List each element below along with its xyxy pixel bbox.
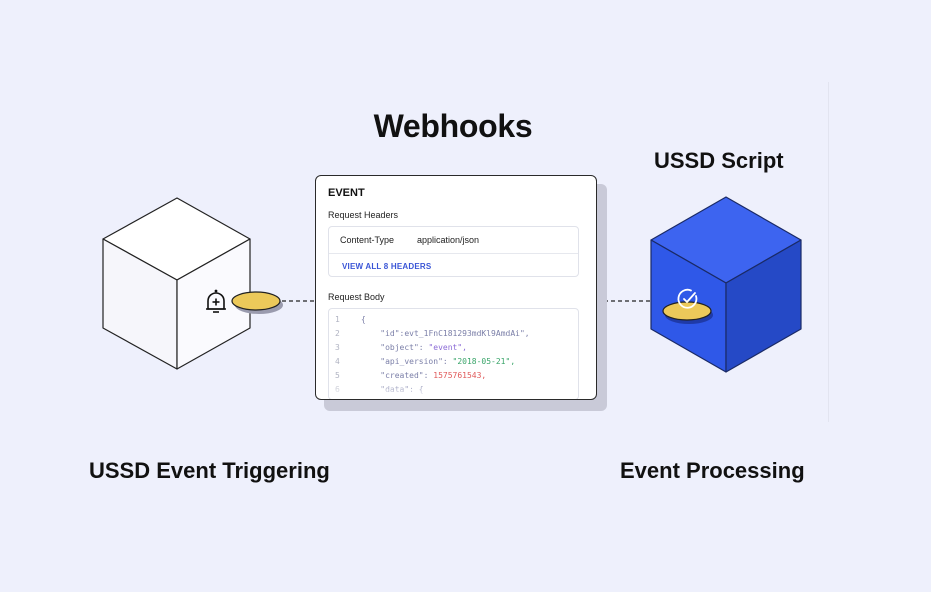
event-card-title: EVENT [328, 187, 365, 199]
bell-plus-icon [206, 289, 226, 313]
left-coin [231, 291, 283, 314]
code-text: "created": 1575761543, [361, 371, 487, 380]
ussd-script-cube [650, 196, 802, 373]
divider-line [828, 82, 829, 422]
trigger-cube [102, 197, 251, 370]
header-row: Content-Type application/json [329, 227, 578, 254]
line-number: 3 [335, 343, 340, 352]
diagram-title: Webhooks [373, 108, 533, 144]
check-circle-icon [677, 288, 698, 309]
header-value: application/json [417, 235, 480, 245]
view-all-headers-link[interactable]: VIEW ALL 8 HEADERS [342, 262, 432, 271]
headers-box: Content-Type application/json VIEW ALL 8… [328, 226, 579, 277]
request-body-label: Request Body [328, 292, 385, 302]
code-text: "object": "event", [361, 343, 467, 352]
code-fade [329, 381, 578, 399]
ussd-script-label: USSD Script [654, 148, 784, 173]
request-headers-label: Request Headers [328, 210, 399, 220]
event-card: EVENT Request Headers Content-Type appli… [315, 175, 597, 400]
event-processing-label: Event Processing [620, 458, 805, 483]
code-text: { [361, 315, 366, 324]
request-body-code: 1 {2 "id":evt_1FnC181293mdKl9AmdAi", 3 "ob… [328, 308, 579, 399]
line-number: 5 [335, 371, 340, 380]
code-text: "api_version": "2018-05-21", [361, 357, 516, 366]
event-triggering-label: USSD Event Triggering [89, 458, 330, 483]
header-key: Content-Type [340, 235, 395, 245]
code-text: "id":evt_1FnC181293mdKl9AmdAi", [361, 329, 530, 338]
line-number: 1 [335, 315, 340, 324]
line-number: 4 [335, 357, 340, 366]
right-coin [662, 301, 713, 324]
line-number: 2 [335, 329, 340, 338]
